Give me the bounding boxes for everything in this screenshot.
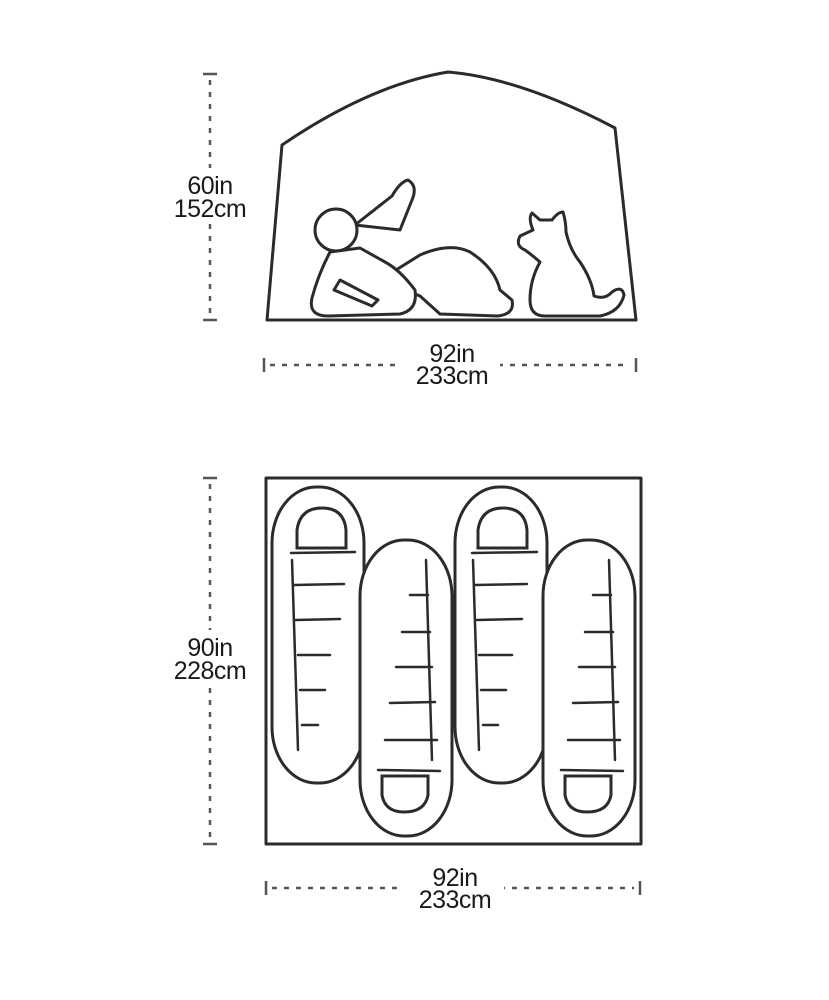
person-icon	[309, 178, 514, 318]
side-height-cm-label: 152cm	[174, 195, 247, 223]
floor-plan: 90in 228cm 92in 233cm	[164, 476, 643, 914]
floor-width-in-label: 92in	[432, 864, 477, 892]
dog-icon	[516, 210, 626, 318]
sleeping-bag-icon	[270, 485, 366, 785]
floor-width-cm-label: 233cm	[419, 886, 492, 914]
sleeping-bag-icon	[541, 538, 637, 838]
side-height-in-label: 60in	[187, 172, 232, 200]
tent-profile-outline	[265, 70, 638, 322]
side-width-cm-label: 233cm	[416, 362, 489, 390]
side-view: 60in 152cm 92in 233cm	[168, 70, 638, 390]
floor-depth-cm-label: 228cm	[174, 657, 247, 685]
floor-outline	[264, 476, 643, 846]
sleeping-bag-icon	[358, 538, 454, 838]
floor-depth-in-label: 90in	[187, 634, 232, 662]
sleeping-bag-icon	[453, 485, 549, 785]
side-width-in-label: 92in	[429, 340, 474, 368]
